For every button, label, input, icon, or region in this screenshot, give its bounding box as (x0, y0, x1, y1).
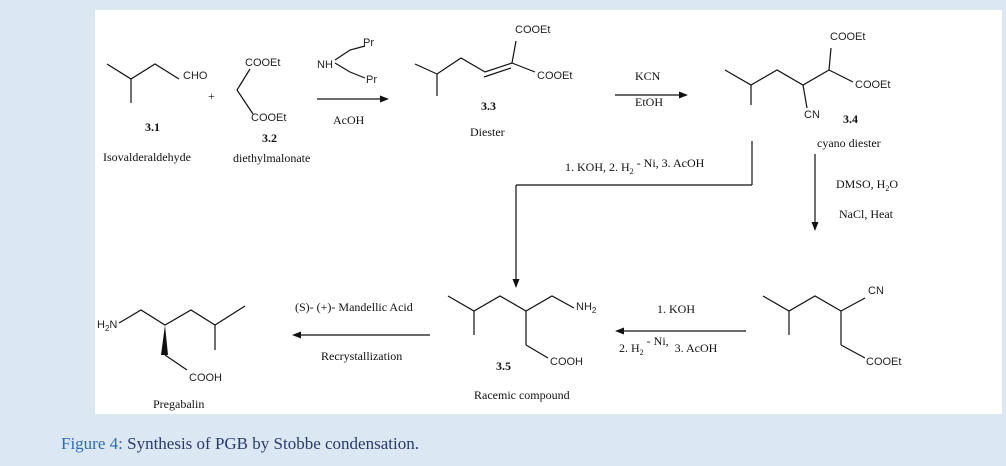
arrow-step-1: AcOH (317, 95, 389, 127)
ester-group-top: COOEt (245, 57, 280, 69)
compound-pregabalin: H2N COOH Pregabalin (97, 305, 246, 411)
step5-reagent-top: 1. KOH (657, 302, 695, 316)
figure-caption: Figure 4: Synthesis of PGB by Stobbe con… (61, 434, 419, 454)
amine-propyl-bottom: Pr (366, 74, 377, 86)
step1-reagent: AcOH (333, 113, 365, 127)
reaction-scheme: CHO 3.1 Isovalderaldehyde + COOEt COOEt … (97, 24, 901, 411)
compound-name-3-1: Isovalderaldehyde (103, 150, 191, 164)
figure-title: Synthesis of PGB by Stobbe condensation. (122, 434, 419, 453)
compound-name-3-2: diethylmalonate (233, 151, 310, 165)
step5-reagent-bottom: 2. H2 - Ni,3. AcOH (619, 334, 718, 357)
compound-3-4: COOEt COOEt CN 3.4 cyano diester (724, 31, 890, 150)
compound-name-3-5: Racemic compound (474, 388, 570, 402)
amine-propyl-top: Pr (363, 37, 374, 49)
ester-group: COOEt (866, 356, 901, 368)
compound-3-1: CHO 3.1 Isovalderaldehyde (103, 63, 208, 164)
compound-number-3-4: 3.4 (843, 112, 858, 126)
compound-number-3-2: 3.2 (262, 131, 277, 145)
cho-group: CHO (183, 70, 208, 82)
arrow-step-6: (S)- (+)- Mandellic Acid Recrystallizati… (292, 300, 430, 363)
compound-name-3-4: cyano diester (817, 136, 881, 150)
arrow-step-3: 1. KOH, 2. H2 - Ni, 3. AcOH (512, 141, 753, 288)
step2-reagent-bottom: EtOH (635, 95, 663, 109)
acid-group: COOH (189, 372, 222, 384)
compound-name-pregabalin: Pregabalin (153, 397, 204, 411)
scheme-panel: CHO 3.1 Isovalderaldehyde + COOEt COOEt … (95, 10, 1002, 414)
cyano-group: CN (804, 109, 820, 121)
compound-3-5: NH2 COOH 3.5 Racemic compound (447, 295, 597, 402)
compound-number-3-3: 3.3 (481, 99, 496, 113)
compound-cyano-ester: CN COOEt (762, 285, 901, 368)
acid-group: COOH (550, 356, 583, 368)
ester-group-top: COOEt (830, 31, 865, 43)
step6-reagent-bottom: Recrystallization (321, 349, 402, 363)
ester-group-bottom: COOEt (251, 112, 286, 124)
compound-number-3-1: 3.1 (145, 120, 160, 134)
cyano-group: CN (868, 285, 884, 297)
compound-name-3-3: Diester (470, 125, 505, 139)
step3-reagent: 1. KOH, 2. H2 - Ni, 3. AcOH (565, 156, 705, 176)
ester-group-right: COOEt (537, 70, 572, 82)
compound-3-3: COOEt COOEt 3.3 Diester (414, 24, 572, 139)
step4-reagent-bottom: NaCl, Heat (839, 207, 894, 221)
compound-number-3-5: 3.5 (496, 359, 511, 373)
ester-group-top: COOEt (515, 24, 550, 36)
plus-sign: + (208, 89, 215, 103)
compound-3-2: COOEt COOEt 3.2 diethylmalonate (233, 57, 310, 165)
step2-reagent-top: KCN (635, 69, 661, 83)
step6-reagent-top: (S)- (+)- Mandellic Acid (295, 300, 413, 314)
arrow-step-4: DMSO, H2O NaCl, Heat (811, 154, 898, 231)
diisopropylamine: NH Pr Pr (317, 37, 377, 86)
arrow-step-2: KCN EtOH (615, 69, 688, 109)
ester-group-right: COOEt (855, 79, 890, 91)
amine-group: H2N (97, 319, 117, 333)
arrow-step-5: 1. KOH 2. H2 - Ni,3. AcOH (615, 302, 746, 357)
amine-group: NH2 (576, 301, 597, 315)
figure-label: Figure 4: (61, 434, 123, 453)
amine-nh: NH (317, 59, 333, 71)
step4-reagent-top: DMSO, H2O (836, 177, 898, 193)
